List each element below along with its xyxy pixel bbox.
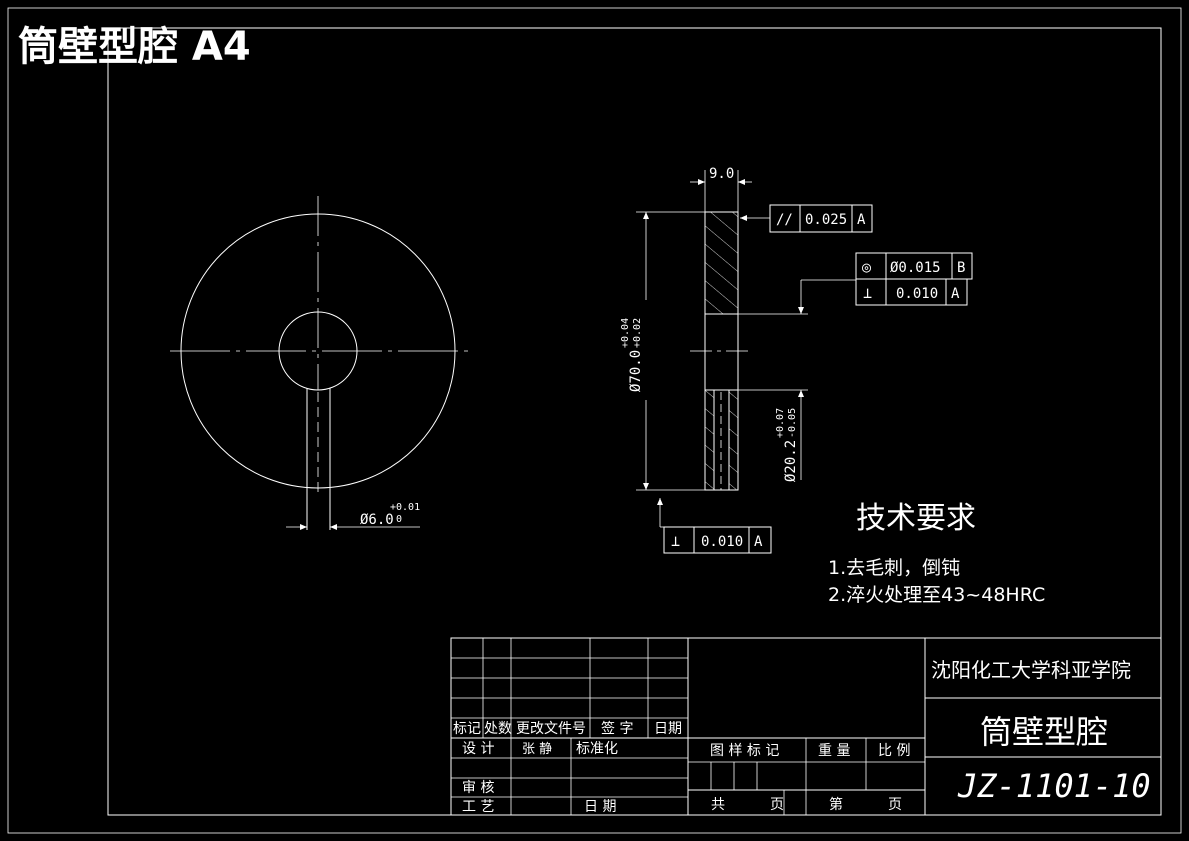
slot-tol-lower: 0 [396,514,402,525]
svg-text:处数: 处数 [484,721,512,737]
svg-text:0.025: 0.025 [805,212,847,228]
svg-text:◎: ◎ [862,258,871,276]
svg-text:⊥: ⊥ [863,284,872,302]
svg-text:审 核: 审 核 [462,780,494,796]
svg-text:标记: 标记 [453,721,481,737]
outer-tol-upper: +0.04 [620,318,631,348]
bore-tol-lower: -0.05 [787,408,798,438]
svg-text:Ø0.015: Ø0.015 [890,260,941,276]
bore-dia-text: Ø20.2 [783,440,799,482]
section-view: 9.0 Ø70.0 +0.04 +0.02 Ø20.2 +0.07 -0.05 … [620,166,973,554]
svg-text:设 计: 设 计 [462,741,494,757]
svg-text://: // [776,212,793,228]
requirement-2: 2.淬火处理至43~48HRC [828,584,1045,606]
section-hatch-top [704,211,739,315]
requirement-1: 1.去毛刺，倒钝 [828,557,960,579]
svg-text:签 字: 签 字 [601,720,633,737]
inner-frame [107,27,1162,816]
svg-text:日期: 日期 [654,721,682,737]
tech-requirements: 技术要求 1.去毛刺，倒钝 2.淬火处理至43~48HRC [828,501,1045,606]
fcf-parallel: // 0.025 A [769,204,873,233]
svg-text:⊥: ⊥ [671,532,680,550]
svg-text:共: 共 [711,797,725,813]
svg-text:B: B [957,260,965,276]
slot-tol-upper: +0.01 [390,502,420,513]
section-hatch-bottom-l [704,389,715,491]
svg-text:第: 第 [829,796,843,813]
svg-text:张 静: 张 静 [522,742,552,757]
fcf-perp-right: ⊥ 0.010 A [855,278,968,306]
svg-text:页: 页 [770,797,784,813]
width-dim-text: 9.0 [709,166,734,182]
section-hatch-bottom-r [728,389,739,491]
svg-text:重 量: 重 量 [818,743,850,759]
svg-text:0.010: 0.010 [701,534,743,550]
outer-dia-text: Ø70.0 [628,350,644,392]
drawing-number: JZ-1101-10 [957,767,1151,805]
svg-text:比 例: 比 例 [878,743,910,759]
bore-tol-upper: +0.07 [775,408,786,438]
front-view: Ø6.0 +0.01 0 [170,196,470,530]
svg-text:0.010: 0.010 [896,286,938,302]
slot-dim-text: Ø6.0 [360,512,394,528]
svg-text:A: A [951,286,960,302]
outer-tol-lower: +0.02 [632,318,643,348]
title-block: 标记 处数 更改文件号 签 字 日期 设 计 张 静 标准化 审 核 工 艺 日… [450,637,1162,816]
svg-text:日 期: 日 期 [584,799,616,815]
sheet-title: 筒壁型腔 A4 [18,24,251,70]
fcf-concentric: ◎ Ø0.015 B [855,252,973,280]
svg-text:工 艺: 工 艺 [462,799,494,815]
school-name: 沈阳化工大学科亚学院 [931,658,1131,682]
svg-text:A: A [754,534,763,550]
requirements-heading: 技术要求 [856,501,976,536]
svg-text:页: 页 [888,797,902,813]
outer-border [7,7,1182,834]
svg-text:A: A [857,212,866,228]
svg-text:更改文件号: 更改文件号 [516,721,586,737]
svg-text:标准化: 标准化 [576,741,618,757]
svg-text:图 样 标 记: 图 样 标 记 [710,743,779,759]
part-name: 筒壁型腔 [980,713,1108,751]
fcf-perp-bottom: ⊥ 0.010 A [663,526,772,554]
